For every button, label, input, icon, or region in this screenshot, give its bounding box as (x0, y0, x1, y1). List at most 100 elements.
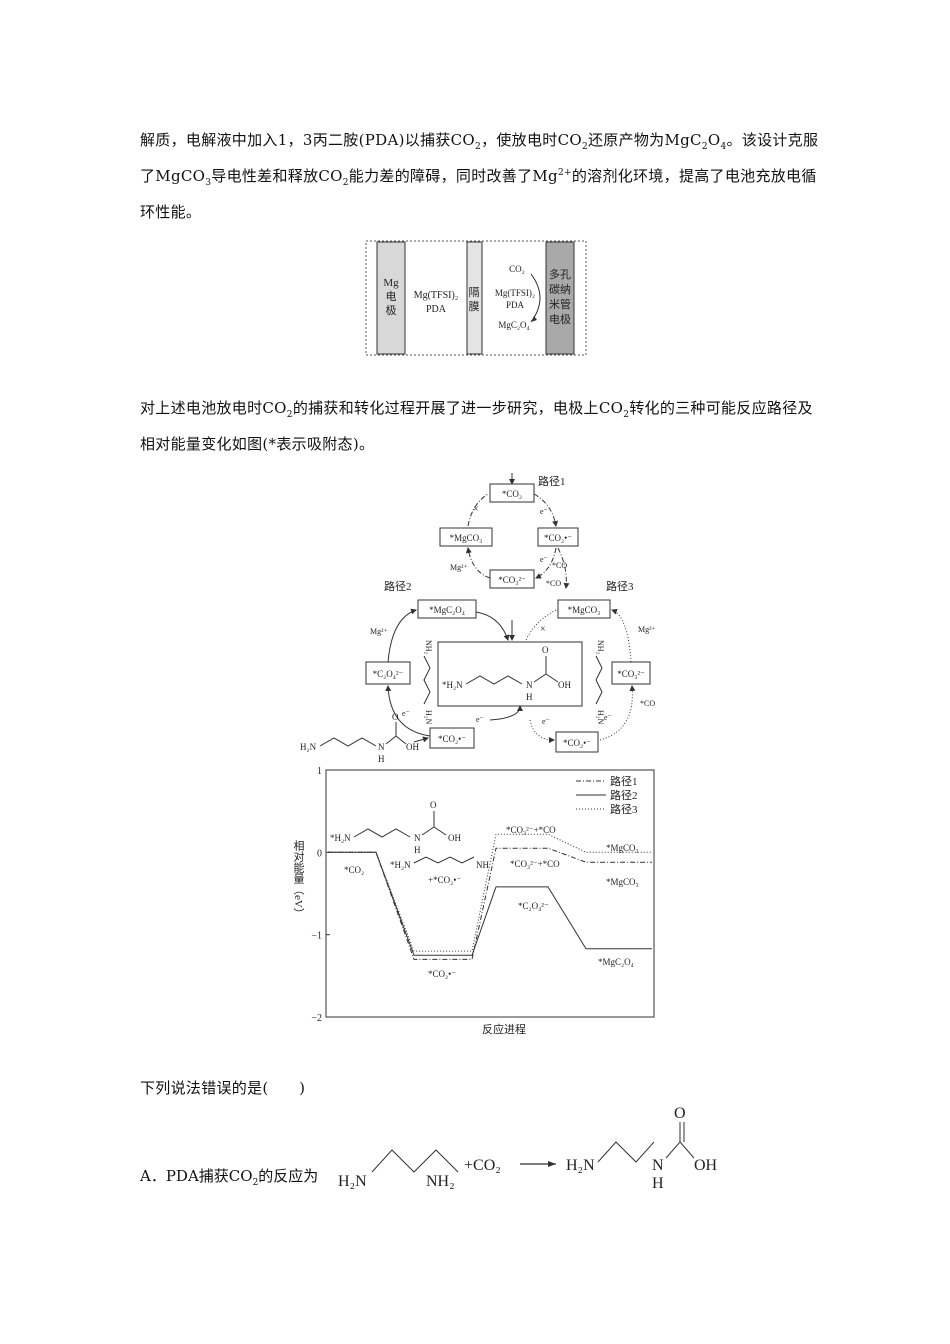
svg-text:*CO₃²⁻+*CO: *CO₃²⁻+*CO (506, 825, 556, 835)
mg-electrode-label-2: 电 (386, 290, 397, 303)
svg-text:*CO: *CO (552, 561, 567, 570)
mg-electrode-label-1: Mg (383, 277, 399, 289)
svg-text:N: N (526, 680, 533, 690)
path1-label: 路径1 (538, 475, 566, 488)
label-co2: *CO₂ (344, 865, 364, 875)
separator (466, 241, 483, 355)
svg-text:OH: OH (406, 742, 419, 752)
mg-electrode-label-3: 极 (386, 303, 397, 317)
svg-text:e⁻: e⁻ (540, 507, 548, 516)
svg-text:*CO₂•⁻: *CO₂•⁻ (544, 533, 572, 543)
series-lines (328, 833, 652, 960)
svg-text:*CO₃²⁻+*CO: *CO₃²⁻+*CO (510, 859, 560, 869)
y-tick-label: 1 (317, 766, 322, 777)
svg-text:H: H (414, 845, 421, 855)
svg-text:OH: OH (448, 833, 461, 843)
legend: 路径1 路径2 路径3 (576, 775, 638, 816)
legend-path2: 路径2 (610, 789, 638, 802)
svg-text:MgC₂O₄: MgC₂O₄ (498, 320, 529, 330)
svg-text:NH₂: NH₂ (426, 1173, 455, 1190)
svg-text:*CO₂•⁻: *CO₂•⁻ (563, 738, 591, 748)
svg-text:×: × (540, 624, 546, 635)
node-co2-top (489, 483, 535, 503)
intro-paragraph: 解质，电解液中加入1，3丙二胺(PDA)以捕获CO2，使放电时CO2还原产物为M… (140, 131, 819, 221)
node-carbamate (437, 641, 583, 707)
svg-text:*CO₃²⁻: *CO₃²⁻ (617, 669, 645, 679)
study-paragraph: 对上述电池放电时CO2的捕获和转化过程开展了进一步研究，电极上CO2转化的三种可… (140, 399, 813, 453)
node-co2rad-path3 (555, 731, 599, 753)
svg-text:Mg²⁺: Mg²⁺ (638, 625, 656, 634)
svg-text:N: N (652, 1157, 664, 1174)
svg-text:H₂N: H₂N (300, 742, 317, 752)
svg-text:电极: 电极 (549, 312, 571, 326)
svg-text:OH: OH (694, 1157, 718, 1174)
svg-text:多孔: 多孔 (549, 267, 571, 281)
svg-text:+CO₂: +CO₂ (464, 1157, 501, 1174)
x-axis-label: 反应进程 (482, 1022, 526, 1036)
node-mgc2o4 (417, 599, 477, 619)
mg-electrode (376, 241, 406, 355)
y-tick-label: 0 (317, 848, 322, 859)
option-a[interactable]: A．PDA捕获CO2的反应为 (140, 1167, 319, 1188)
svg-text:PDA: PDA (426, 304, 447, 315)
path3-label: 路径3 (606, 580, 634, 593)
node-co2rad-path2 (429, 727, 475, 749)
svg-text:PDA: PDA (506, 300, 525, 310)
plot-frame (325, 769, 655, 1018)
svg-text:*MgCO₃: *MgCO₃ (606, 843, 639, 853)
svg-text:×: × (473, 504, 479, 515)
svg-text:e⁻: e⁻ (542, 717, 550, 726)
svg-text:H₂N: H₂N (424, 710, 433, 725)
svg-text:*CO: *CO (546, 579, 561, 588)
energy-profile-chart: 10−1−2 相对能量（eV） 反应进程 路径1 路径2 路径3 *CO₂ *H… (292, 766, 655, 1036)
svg-text:H₂N: H₂N (566, 1157, 595, 1174)
svg-text:H: H (526, 692, 533, 702)
svg-text:*MgCO₃: *MgCO₃ (568, 605, 601, 615)
svg-text:Mg²⁺: Mg²⁺ (450, 563, 468, 572)
svg-text:H: H (378, 754, 385, 764)
svg-text:*CO₂: *CO₂ (502, 489, 522, 499)
svg-text:米管: 米管 (549, 297, 571, 311)
svg-text:*CO₂•⁻: *CO₂•⁻ (438, 734, 466, 744)
svg-text:*CO₃²⁻: *CO₃²⁻ (498, 575, 526, 585)
series-line-path3 (328, 833, 652, 952)
svg-text:*CO: *CO (640, 699, 655, 708)
cnt-electrode (545, 241, 575, 355)
svg-text:Mg²⁺: Mg²⁺ (370, 627, 388, 636)
svg-text:H: H (652, 1175, 664, 1192)
svg-text:e⁻: e⁻ (540, 555, 548, 564)
svg-text:O: O (392, 712, 399, 722)
legend-path3: 路径3 (610, 803, 638, 816)
series-line-path2 (328, 851, 652, 956)
svg-text:隔: 隔 (469, 286, 480, 299)
svg-text:*H₂N: *H₂N (330, 833, 351, 843)
svg-text:碳纳: 碳纳 (549, 282, 571, 296)
svg-text:膜: 膜 (469, 300, 480, 313)
svg-text:*C₂O₄²⁻: *C₂O₄²⁻ (373, 669, 404, 679)
question-stem: 下列说法错误的是( ) (140, 1079, 306, 1097)
svg-text:*MgCO₃: *MgCO₃ (606, 877, 639, 887)
svg-text:NH₂: NH₂ (596, 640, 605, 655)
svg-text:O: O (542, 645, 549, 655)
y-axis-label: 相对能量（eV） (292, 840, 305, 919)
y-axis: 10−1−2 (311, 766, 330, 1024)
svg-text:*H₂N: *H₂N (442, 680, 463, 690)
legend-path1: 路径1 (610, 775, 638, 788)
node-co2rad-path1 (537, 527, 579, 547)
svg-text:*MgC₂O₄: *MgC₂O₄ (598, 957, 634, 967)
svg-text:NH: NH (476, 860, 489, 870)
option-a-equation: H₂N NH₂ +CO₂ H₂N N H O OH (338, 1105, 718, 1192)
svg-text:*MgC₂O₄: *MgC₂O₄ (429, 605, 465, 615)
reaction-pathway-diagram: 路径1 *CO₂ *MgCO₃ *CO₂•⁻ *CO₃²⁻ × e⁻ e⁻ *C… (300, 473, 656, 764)
path2-label: 路径2 (384, 580, 412, 593)
svg-text:Mg(TFSI)₂: Mg(TFSI)₂ (495, 288, 535, 298)
svg-text:e⁻: e⁻ (476, 715, 484, 724)
svg-text:O: O (430, 800, 437, 810)
svg-text:*H₂N: *H₂N (390, 860, 411, 870)
svg-text:e⁻: e⁻ (402, 709, 410, 718)
node-mgco3-path3 (557, 599, 611, 619)
svg-text:e⁻: e⁻ (604, 713, 612, 722)
svg-text:*C₂O₄²⁻: *C₂O₄²⁻ (518, 901, 549, 911)
svg-text:N: N (378, 742, 385, 752)
y-tick-label: −1 (311, 931, 322, 942)
